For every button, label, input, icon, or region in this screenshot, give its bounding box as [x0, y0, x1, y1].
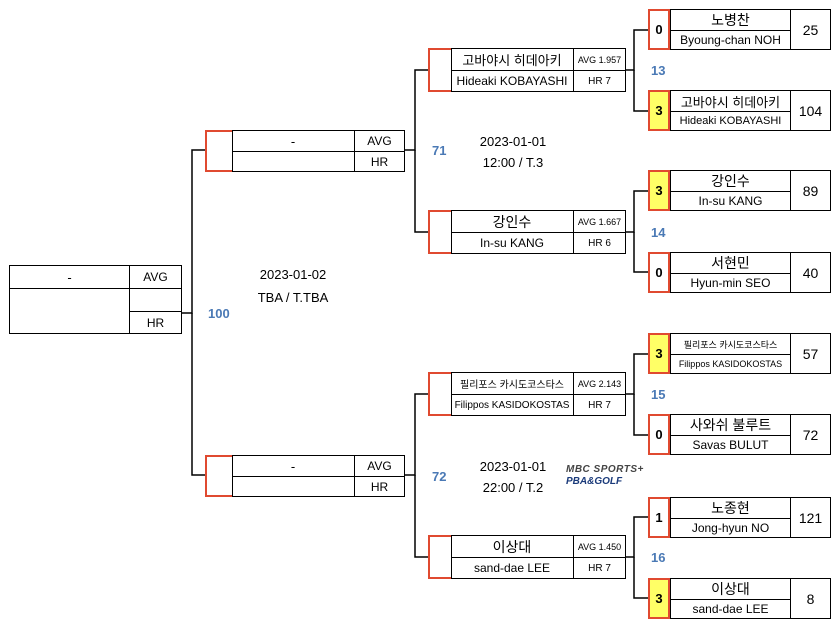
semi-bottom-hr-label: HR: [370, 479, 389, 494]
semi-bottom-time-table: 22:00 / T.2: [482, 480, 544, 495]
qf-15-a-ko: 필리포스 카시도코스타스: [683, 339, 778, 350]
semi-top-date: 2023-01-01: [479, 134, 547, 149]
qf-13-a-ko: 노병찬: [711, 12, 750, 28]
sf-card-1-en: Hideaki KOBAYASHI: [456, 74, 568, 88]
sf-card-2-avg: AVG 1.667: [577, 216, 622, 227]
qf-14-number: 14: [651, 225, 666, 240]
semi-bottom-date: 2023-01-01: [479, 459, 547, 474]
qf-13-a-name: 노병찬 Byoung-chan NOH: [670, 9, 791, 50]
qf-16-a-ko: 노종현: [711, 500, 750, 516]
qf-13-a-points: 25: [790, 9, 831, 50]
sf-card-3-avg: AVG 2.143: [577, 378, 622, 389]
sf-card-2-slot: [428, 210, 452, 254]
final-match-number: 100: [208, 306, 230, 321]
sf-card-4-en: sand-dae LEE: [473, 561, 551, 575]
semi-top-slot: [205, 130, 233, 172]
qf-13-number: 13: [651, 63, 666, 78]
qf-13-a-score: 0: [648, 9, 670, 50]
qf-16-a-points: 121: [790, 497, 831, 538]
semi-top-avg-label: AVG: [367, 134, 392, 148]
qf-16-b-en: sand-dae LEE: [692, 602, 769, 616]
sf-card-3-hr: HR 7: [588, 399, 611, 411]
qf-16-b-points: 8: [790, 578, 831, 619]
final-player-ko: -: [67, 269, 72, 285]
qf-14-a-en: In-su KANG: [698, 194, 763, 208]
qf-15-b-name: 사와쉬 불루트 Savas BULUT: [670, 414, 791, 455]
broadcast-logo-line1: MBC SPORTS+: [566, 464, 644, 475]
sf-card-4-hr: HR 7: [588, 562, 611, 574]
qf-15-b-ko: 사와쉬 불루트: [689, 417, 772, 433]
sf-card-4-slot: [428, 535, 452, 579]
qf-16-a-name: 노종현 Jong-hyun NO: [670, 497, 791, 538]
sf-card-2-en: In-su KANG: [479, 236, 545, 250]
sf-card-1-avg: AVG 1.957: [577, 54, 622, 65]
final-player-en: [10, 289, 129, 311]
qf-15-b-en: Savas BULUT: [692, 438, 769, 452]
qf-14-a-ko: 강인수: [711, 173, 750, 189]
sf-card-3-ko: 필리포스 카시도코스타스: [460, 380, 564, 391]
sf-card-4-ko: 이상대: [492, 538, 532, 555]
broadcast-logo: MBC SPORTS+ PBA&GOLF: [566, 464, 644, 487]
qf-15-a-name: 필리포스 카시도코스타스 Filippos KASIDOKOSTAS: [670, 333, 791, 374]
semi-top-time-table: 12:00 / T.3: [482, 155, 544, 170]
semi-bottom-match-number: 72: [432, 469, 447, 484]
qf-13-a-en: Byoung-chan NOH: [680, 33, 781, 47]
sf-card-1: 고바야시 히데아키 Hideaki KOBAYASHI AVG 1.957 HR…: [451, 48, 626, 92]
sf-card-2-hr: HR 6: [588, 237, 611, 249]
broadcast-logo-line2: PBA&GOLF: [566, 476, 623, 487]
final-hr-label: HR: [146, 316, 165, 330]
qf-14-b-ko: 서현민: [711, 255, 750, 271]
qf-16-b-name: 이상대 sand-dae LEE: [670, 578, 791, 619]
final-date: 2023-01-02: [259, 267, 327, 282]
final-time-table: TBA / T.TBA: [257, 290, 329, 305]
qf-13-b-points: 104: [790, 90, 831, 131]
qf-14-b-score: 0: [648, 252, 670, 293]
qf-15-a-score: 3: [648, 333, 670, 374]
sf-card-3: 필리포스 카시도코스타스 Filippos KASIDOKOSTAS AVG 2…: [451, 372, 626, 416]
sf-card-4-avg: AVG 1.450: [577, 541, 622, 552]
qf-13-b-name: 고바야시 히데아키 Hideaki KOBAYASHI: [670, 90, 791, 131]
qf-14-b-en: Hyun-min SEO: [690, 276, 771, 290]
qf-13-b-ko: 고바야시 히데아키: [680, 94, 781, 110]
semi-top-match-number: 71: [432, 143, 447, 158]
qf-14-b-points: 40: [790, 252, 831, 293]
semi-top-player-box: - AVG HR: [232, 130, 405, 172]
qf-15-a-points: 57: [790, 333, 831, 374]
qf-13-b-en: Hideaki KOBAYASHI: [679, 115, 782, 127]
qf-14-a-points: 89: [790, 170, 831, 211]
semi-bottom-player-ko: -: [290, 458, 296, 474]
semi-top-player-ko: -: [290, 133, 296, 149]
semi-bottom-player-box: - AVG HR: [232, 455, 405, 497]
qf-13-b-score: 3: [648, 90, 670, 131]
sf-card-1-slot: [428, 48, 452, 92]
semi-bottom-avg-label: AVG: [367, 459, 392, 473]
final-avg-label: AVG: [143, 270, 168, 284]
qf-15-number: 15: [651, 387, 666, 402]
qf-16-a-score: 1: [648, 497, 670, 538]
sf-card-2: 강인수 In-su KANG AVG 1.667 HR 6: [451, 210, 626, 254]
sf-card-3-en: Filippos KASIDOKOSTAS: [454, 399, 570, 411]
qf-16-b-score: 3: [648, 578, 670, 619]
qf-14-b-name: 서현민 Hyun-min SEO: [670, 252, 791, 293]
semi-bottom-slot: [205, 455, 233, 497]
sf-card-1-ko: 고바야시 히데아키: [462, 53, 562, 68]
sf-card-4: 이상대 sand-dae LEE AVG 1.450 HR 7: [451, 535, 626, 579]
semi-top-hr-label: HR: [370, 154, 389, 169]
qf-15-b-score: 0: [648, 414, 670, 455]
qf-16-number: 16: [651, 550, 666, 565]
qf-14-a-name: 강인수 In-su KANG: [670, 170, 791, 211]
final-player-box: - AVG HR: [9, 265, 182, 334]
qf-16-b-ko: 이상대: [711, 581, 750, 597]
qf-15-a-en: Filippos KASIDOKOSTAS: [678, 359, 783, 369]
qf-14-a-score: 3: [648, 170, 670, 211]
qf-15-b-points: 72: [790, 414, 831, 455]
sf-card-1-hr: HR 7: [588, 75, 611, 87]
sf-card-2-ko: 강인수: [492, 213, 532, 230]
sf-card-3-slot: [428, 372, 452, 416]
qf-16-a-en: Jong-hyun NO: [691, 521, 770, 535]
